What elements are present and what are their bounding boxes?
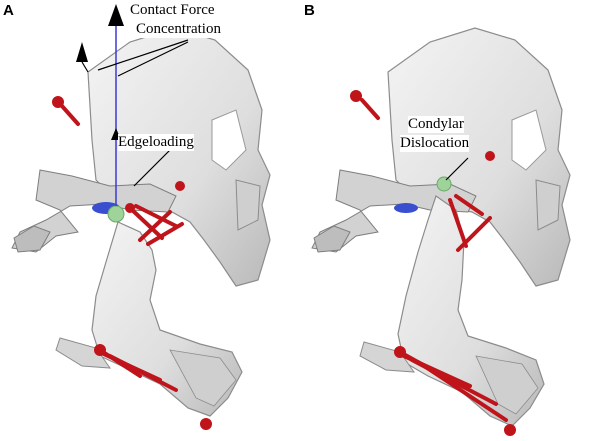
callout-leader xyxy=(445,157,469,181)
muscles xyxy=(52,96,212,430)
panel-b-model xyxy=(311,27,571,436)
panel-a: A Contact Force Concentration Edgeloadin… xyxy=(3,2,271,430)
panel-label-b: B xyxy=(304,2,315,19)
vertical-force-arrow-icon xyxy=(108,4,124,26)
condyle xyxy=(107,205,125,223)
panel-a-model xyxy=(11,4,271,430)
callout-leaders xyxy=(97,39,189,187)
callout-contact-force: Contact Force xyxy=(130,2,215,19)
callout-condylar: Condylar xyxy=(408,116,464,133)
condyle xyxy=(436,176,452,192)
callout-dislocation: Dislocation xyxy=(400,135,470,152)
panel-label-a: A xyxy=(3,2,14,19)
articular-disc xyxy=(394,203,418,213)
callout-concentration: Concentration xyxy=(136,21,221,38)
muscles xyxy=(350,90,516,436)
callout-edgeloading: Edgeloading xyxy=(118,134,194,151)
skull xyxy=(387,27,571,287)
zygomatic-arch xyxy=(11,169,177,253)
force-arrow-icon xyxy=(76,42,88,62)
panel-b: B Condylar Dislocation xyxy=(300,0,600,441)
